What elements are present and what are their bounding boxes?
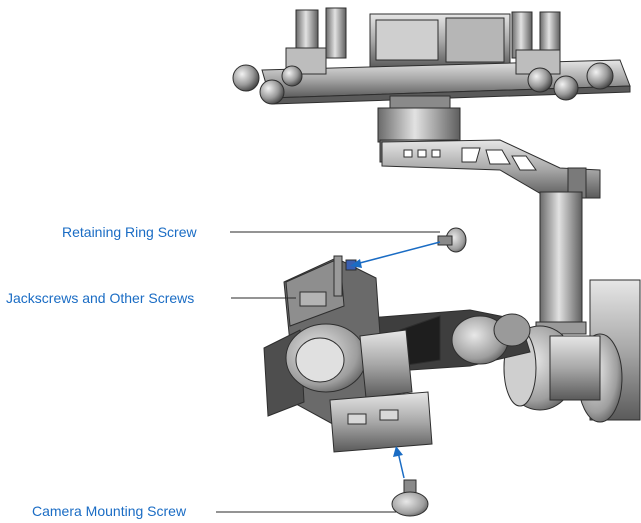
arrow-camera-mounting-head: [393, 446, 403, 457]
camera-mounting-screw-label: Camera Mounting Screw: [32, 503, 187, 519]
vertical-column: [535, 191, 587, 335]
assembly-arrows: [350, 241, 441, 479]
arrow-retaining-ring-head: [350, 259, 362, 268]
damping-balls: [232, 62, 614, 105]
camera-mounting-screw-part: [391, 479, 429, 517]
roll-arm: [381, 139, 601, 199]
jackscrews-label: Jackscrews and Other Screws: [6, 290, 195, 306]
retaining-ring-screw-label: Retaining Ring Screw: [62, 224, 197, 240]
retaining-ring-screw-part: [437, 227, 467, 253]
arrow-camera-mounting: [397, 451, 405, 479]
camera-assembly: [263, 257, 433, 453]
leader-lines: [216, 231, 440, 513]
arrow-retaining-ring: [355, 241, 441, 265]
